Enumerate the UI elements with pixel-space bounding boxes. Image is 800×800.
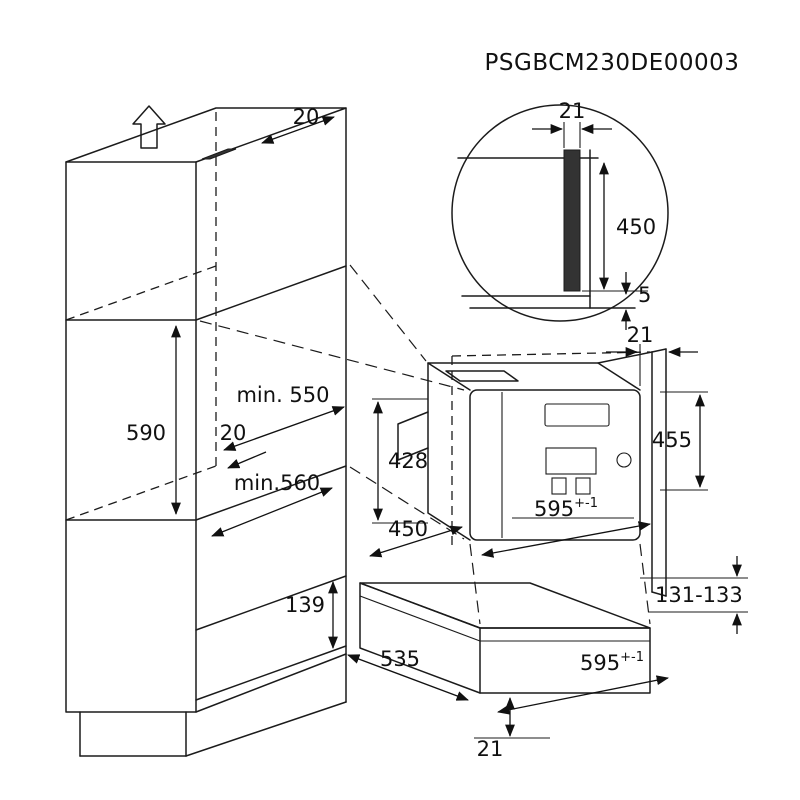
dim-cabinet-niche-height: 590 (126, 421, 166, 445)
dim-machine-depth: 450 (388, 517, 428, 541)
dim-machine-side-clearance: 21 (627, 323, 654, 347)
dim-machine-width: 595+-1 (534, 496, 598, 521)
coffee-machine-drawing: 21 428 450 595+-1 455 131-133 (369, 323, 748, 634)
dispenser (545, 447, 597, 475)
dim-cabinet-top-clearance: 20 (293, 105, 320, 129)
dim-drawer-bottom-clearance: 21 (477, 737, 504, 761)
dim-cabinet-min-depth: min.560 (234, 471, 320, 495)
dim-strip-height: 450 (616, 215, 656, 239)
knob (616, 452, 632, 468)
dim-cabinet-rear-gap: 20 (220, 421, 247, 445)
projection-lines (199, 264, 465, 540)
dim-cabinet-drawer-height: 139 (285, 593, 325, 617)
display (544, 403, 610, 427)
trim-strip (563, 149, 581, 292)
model-number: PSGBCM230DE00003 (485, 50, 740, 76)
dim-strip-width: 21 (559, 99, 586, 123)
side-shelf (397, 411, 429, 461)
cabinet-drawing: 20 590 min. 550 20 min.560 139 (65, 105, 347, 757)
dim-machine-height: 428 (388, 449, 428, 473)
airflow-up-arrow-icon (132, 105, 166, 149)
top-trim-strip (201, 148, 237, 160)
dim-cabinet-min-width: min. 550 (236, 383, 329, 407)
dim-drawer-depth: 535 (380, 647, 420, 671)
dim-machine-niche-height: 455 (652, 428, 692, 452)
dim-gap-to-drawer: 131-133 (655, 583, 743, 607)
dim-drawer-width: 595+-1 (580, 650, 644, 675)
warming-drawer-drawing: 535 595+-1 21 (347, 543, 669, 761)
detail-circle-view: 21 450 5 (451, 99, 669, 330)
dim-bottom-gap: 5 (638, 283, 651, 307)
bean-lid (445, 370, 519, 382)
